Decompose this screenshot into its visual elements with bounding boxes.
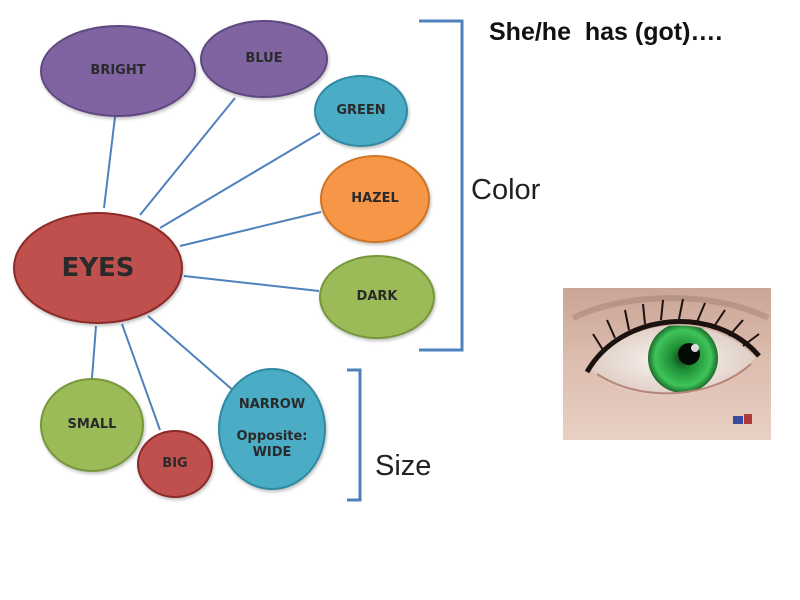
bubble-bright: BRIGHT	[40, 25, 196, 117]
color-group-label: Color	[471, 174, 541, 206]
bubble-hazel-label: HAZEL	[351, 191, 399, 206]
bubble-hazel: HAZEL	[320, 155, 430, 243]
bubble-dark: DARK	[319, 255, 435, 339]
bubble-blue: BLUE	[200, 20, 328, 98]
bubble-bright-label: BRIGHT	[90, 63, 146, 78]
size-group-label: Size	[375, 450, 432, 482]
bubble-eyes: EYES	[13, 212, 183, 324]
bubble-small-label: SMALL	[67, 417, 117, 432]
connector-big	[121, 323, 161, 431]
bubble-big: BIG	[137, 430, 213, 498]
connector-hazel	[179, 211, 322, 247]
connector-blue	[139, 97, 236, 216]
color-bracket	[419, 19, 464, 352]
bubble-narrow-label: NARROW Opposite: WIDE	[236, 397, 308, 460]
bubble-small: SMALL	[40, 378, 144, 472]
connector-narrow	[147, 315, 236, 393]
bubble-blue-label: BLUE	[245, 51, 283, 66]
bubble-green-label: GREEN	[336, 103, 386, 118]
green-eye-photo-icon	[563, 288, 771, 440]
slide-heading: She/he has (got)….	[489, 18, 723, 46]
bubble-green: GREEN	[314, 75, 408, 147]
connector-small	[91, 325, 97, 379]
connector-green	[159, 132, 321, 229]
bubble-narrow: NARROW Opposite: WIDE	[218, 368, 326, 490]
connector-dark	[183, 275, 320, 292]
bubble-dark-label: DARK	[356, 289, 398, 304]
bubble-big-label: BIG	[162, 456, 188, 471]
bubble-eyes-label: EYES	[61, 253, 135, 283]
connector-bright	[103, 116, 116, 209]
size-bracket	[347, 368, 362, 502]
